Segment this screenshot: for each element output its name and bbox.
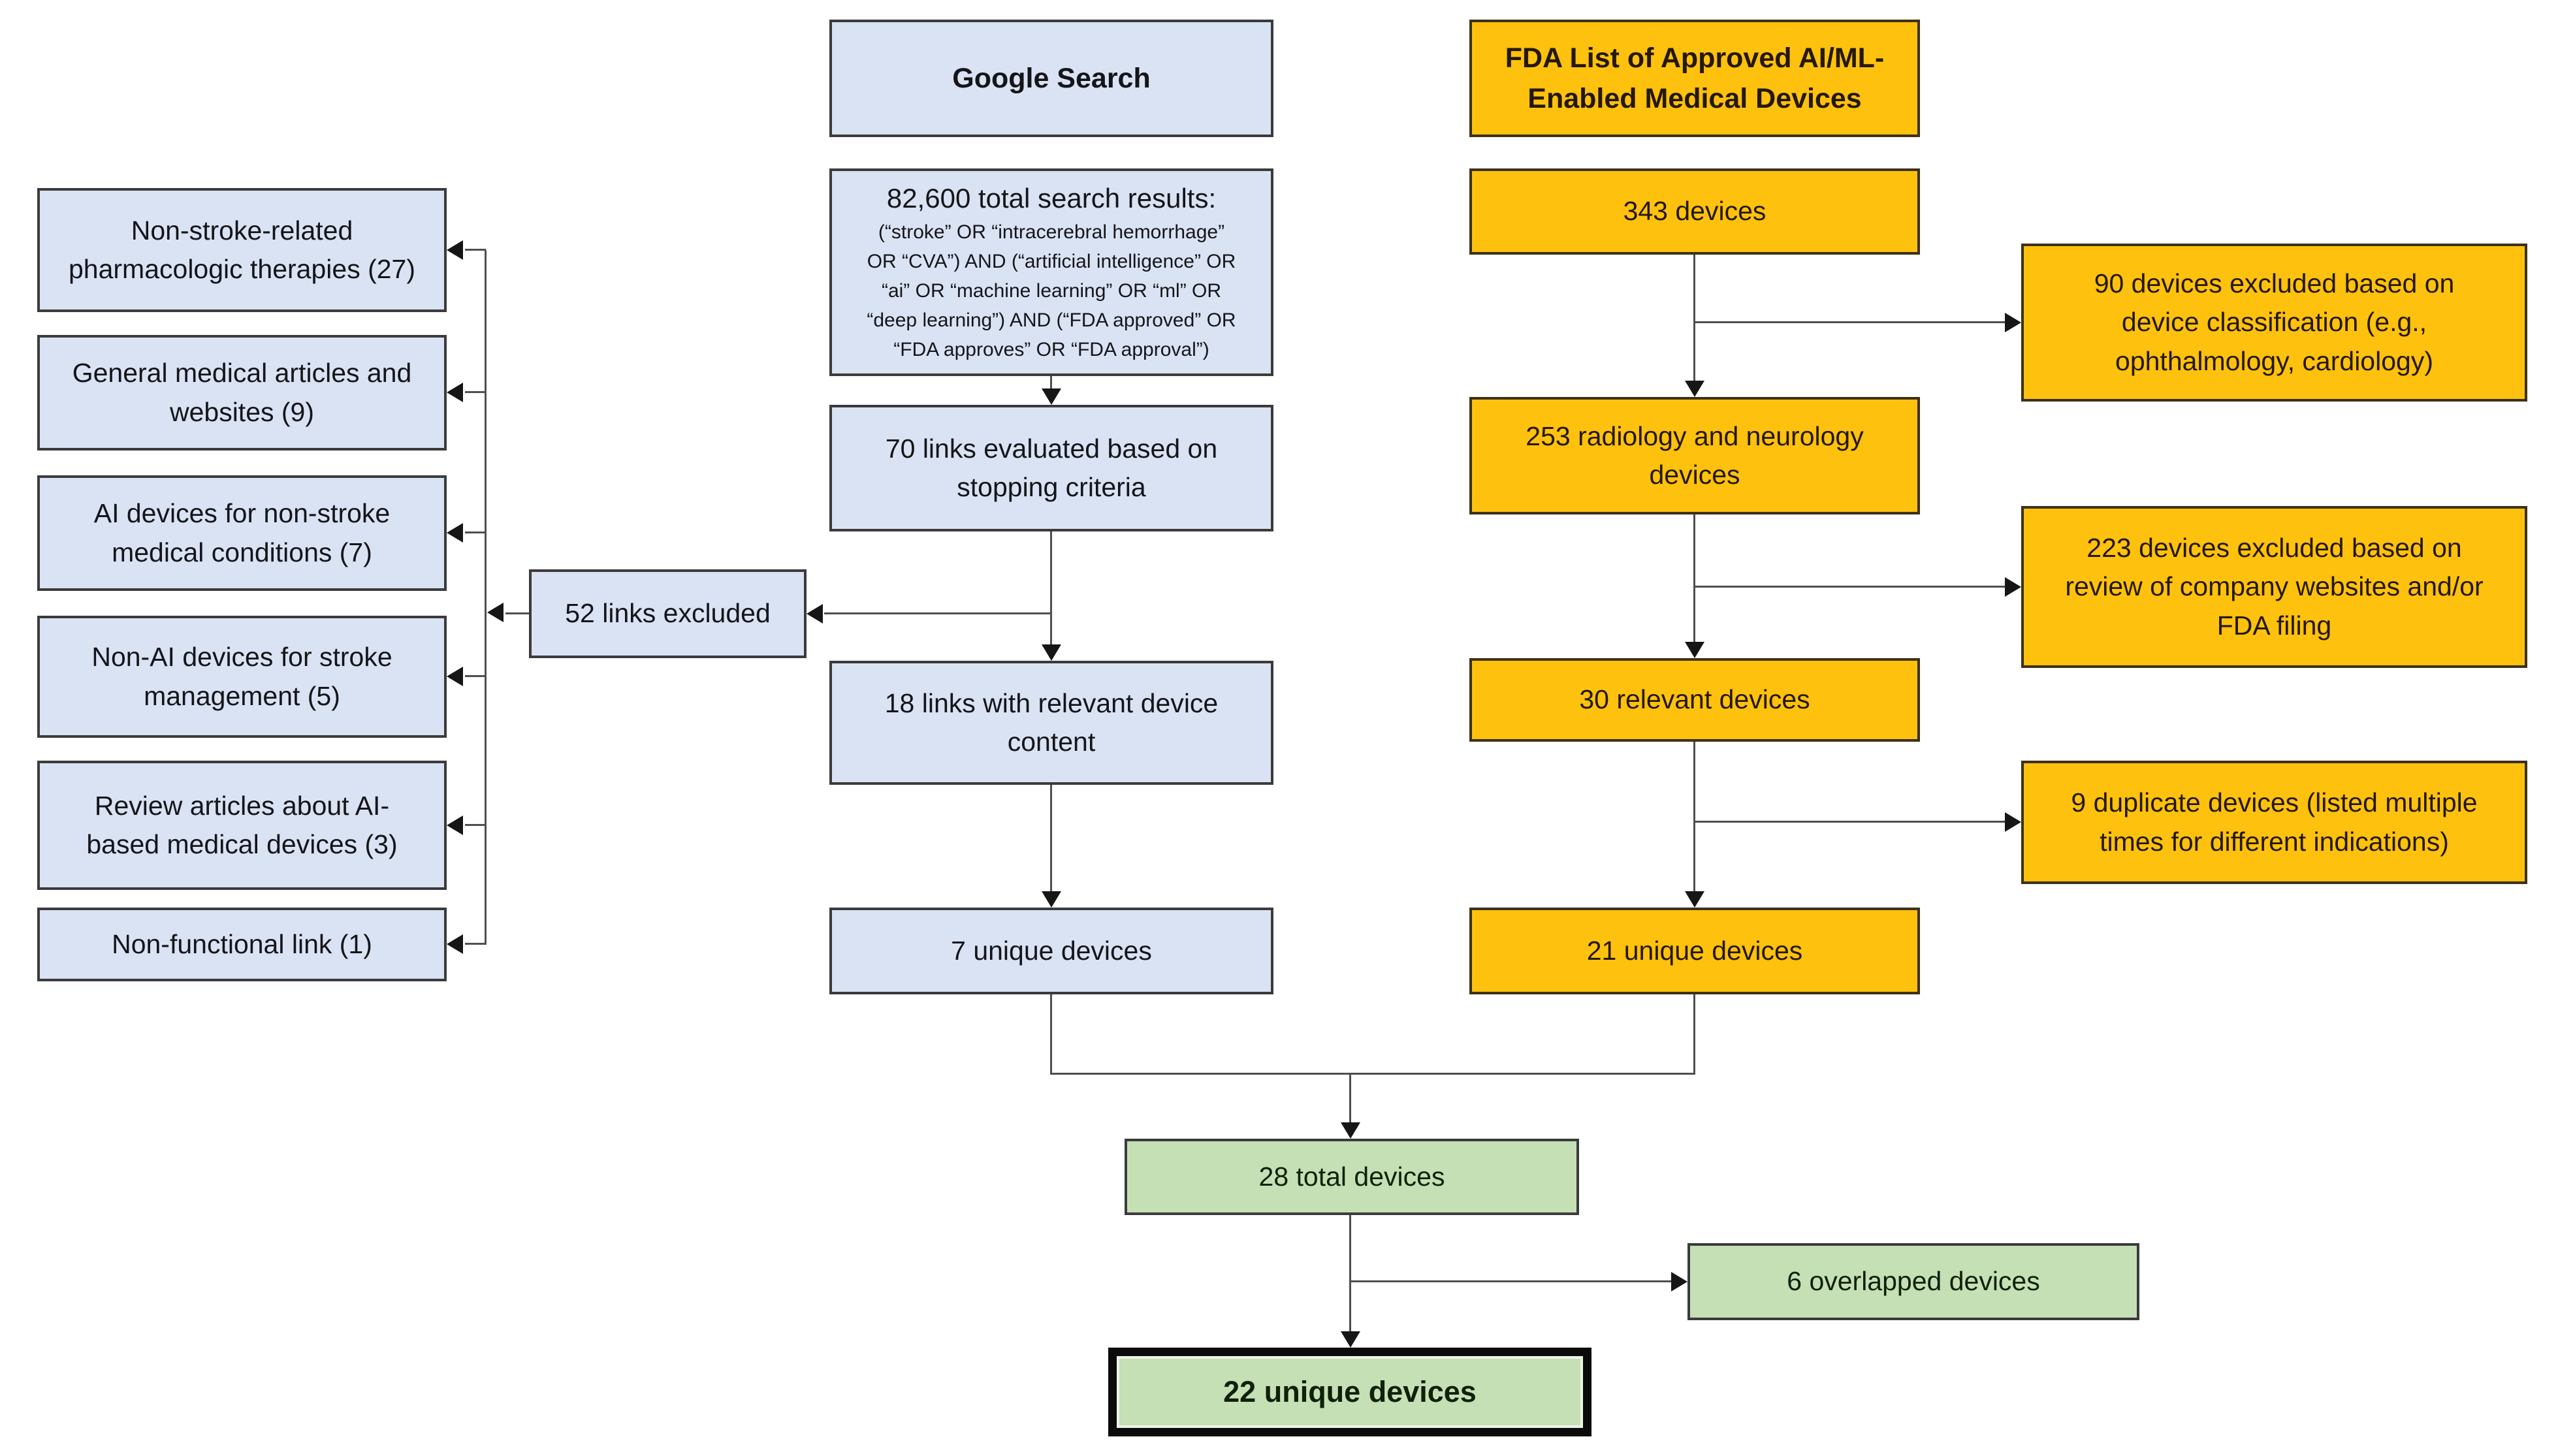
connector-merge-to-total <box>1349 1074 1351 1124</box>
arrowhead-into-classification <box>2005 313 2021 332</box>
links-relevant-box: 18 links with relevant device content <box>829 661 1273 785</box>
connector-branch-to-links-excluded <box>824 612 1051 614</box>
connector-rail-to-item <box>465 391 486 393</box>
connector-branch-to-review <box>1695 586 2005 588</box>
fda-total-devices-box: 343 devices <box>1469 168 1920 255</box>
google-results-box: 82,600 total search results: (“stroke” O… <box>829 168 1273 376</box>
exclusion-general-articles-box: General medical articles and websites (9… <box>37 335 447 451</box>
connector-total-to-radiology <box>1693 255 1695 381</box>
arrowhead-into-radiology <box>1685 381 1704 397</box>
arrowhead-into-relevant <box>1042 644 1061 661</box>
google-unique-devices-box: 7 unique devices <box>829 908 1273 994</box>
connector-evaluated-to-relevant <box>1050 531 1052 646</box>
google-query-line: “FDA approves” OR “FDA approval”) <box>893 338 1209 360</box>
connector-relevant-to-unique <box>1050 785 1052 893</box>
fda-header-box: FDA List of Approved AI/ML- Enabled Medi… <box>1469 20 1920 137</box>
total-devices-box: 28 total devices <box>1125 1139 1579 1215</box>
connector-google-unique-down <box>1050 994 1052 1074</box>
connector-relevant-to-unique <box>1693 742 1695 892</box>
fda-unique-devices-box: 21 unique devices <box>1469 908 1920 994</box>
relevant-devices-box: 30 relevant devices <box>1469 658 1920 742</box>
arrowhead-into-non-functional <box>447 934 463 954</box>
connector-total-to-final <box>1349 1215 1351 1333</box>
exclusion-non-ai-devices-box: Non-AI devices for stroke management (5) <box>37 616 447 738</box>
duplicate-devices-box: 9 duplicate devices (listed multiple tim… <box>2021 761 2527 884</box>
arrowhead-into-google-unique <box>1042 891 1061 908</box>
exclusion-ai-non-stroke-box: AI devices for non-stroke medical condit… <box>37 475 447 591</box>
arrowhead-into-overlapped <box>1671 1272 1687 1291</box>
arrowhead-into-links-excluded <box>807 604 823 624</box>
connector-fda-unique-down <box>1693 994 1695 1074</box>
exclusion-non-functional-box: Non-functional link (1) <box>37 908 447 981</box>
exclusion-rail-line <box>485 250 487 945</box>
links-excluded-box: 52 links excluded <box>529 569 807 658</box>
arrowhead-into-review-articles <box>447 815 463 835</box>
arrowhead-into-pharmacologic <box>447 240 463 260</box>
arrowhead-into-final <box>1341 1331 1360 1348</box>
exclusion-review-articles-box: Review articles about AI- based medical … <box>37 761 447 890</box>
arrowhead-into-fda-unique <box>1685 891 1704 908</box>
connector-rail-to-item <box>465 943 486 945</box>
overlapped-devices-box: 6 overlapped devices <box>1687 1243 2139 1320</box>
connector-radiology-to-relevant <box>1693 514 1695 642</box>
excluded-classification-box: 90 devices excluded based on device clas… <box>2021 244 2527 402</box>
google-query-line: OR “CVA”) AND (“artificial intelligence”… <box>867 250 1236 272</box>
arrowhead-into-rail <box>487 603 504 622</box>
google-query-line: “deep learning”) AND (“FDA approved” OR <box>867 309 1236 331</box>
exclusion-pharmacologic-box: Non-stroke-related pharmacologic therapi… <box>37 188 447 312</box>
connector-rail-to-item <box>465 249 486 251</box>
arrowhead-into-general-articles <box>447 383 463 402</box>
connector-branch-to-overlapped <box>1351 1280 1672 1282</box>
connector-results-to-evaluated <box>1050 376 1052 390</box>
connector-rail-to-item <box>465 824 486 826</box>
google-search-header-box: Google Search <box>829 20 1273 137</box>
arrowhead-into-ai-non-stroke <box>447 523 463 543</box>
final-unique-devices-box: 22 unique devices <box>1108 1348 1591 1436</box>
arrowhead-into-duplicates <box>2005 812 2021 832</box>
connector-links-excluded-to-rail <box>505 612 529 614</box>
connector-merge-horizontal <box>1050 1073 1695 1075</box>
connector-branch-to-duplicates <box>1695 821 2005 823</box>
connector-rail-to-item <box>465 531 486 533</box>
excluded-review-box: 223 devices excluded based on review of … <box>2021 506 2527 668</box>
radiology-neurology-devices-box: 253 radiology and neurology devices <box>1469 397 1920 514</box>
google-query-line: (“stroke” OR “intracerebral hemorrhage” <box>878 221 1225 243</box>
arrowhead-into-non-ai-devices <box>447 667 463 686</box>
google-query-line: “ai” OR “machine learning” OR “ml” OR <box>881 279 1222 302</box>
connector-branch-to-classification <box>1695 321 2005 323</box>
arrowhead-into-relevant-devices <box>1685 642 1704 658</box>
arrowhead-into-review <box>2005 577 2021 597</box>
connector-rail-to-item <box>465 675 486 677</box>
links-evaluated-box: 70 links evaluated based on stopping cri… <box>829 405 1273 531</box>
arrowhead-into-evaluated <box>1042 388 1061 405</box>
google-results-title: 82,600 total search results: <box>886 183 1217 214</box>
arrowhead-into-total <box>1341 1122 1360 1139</box>
